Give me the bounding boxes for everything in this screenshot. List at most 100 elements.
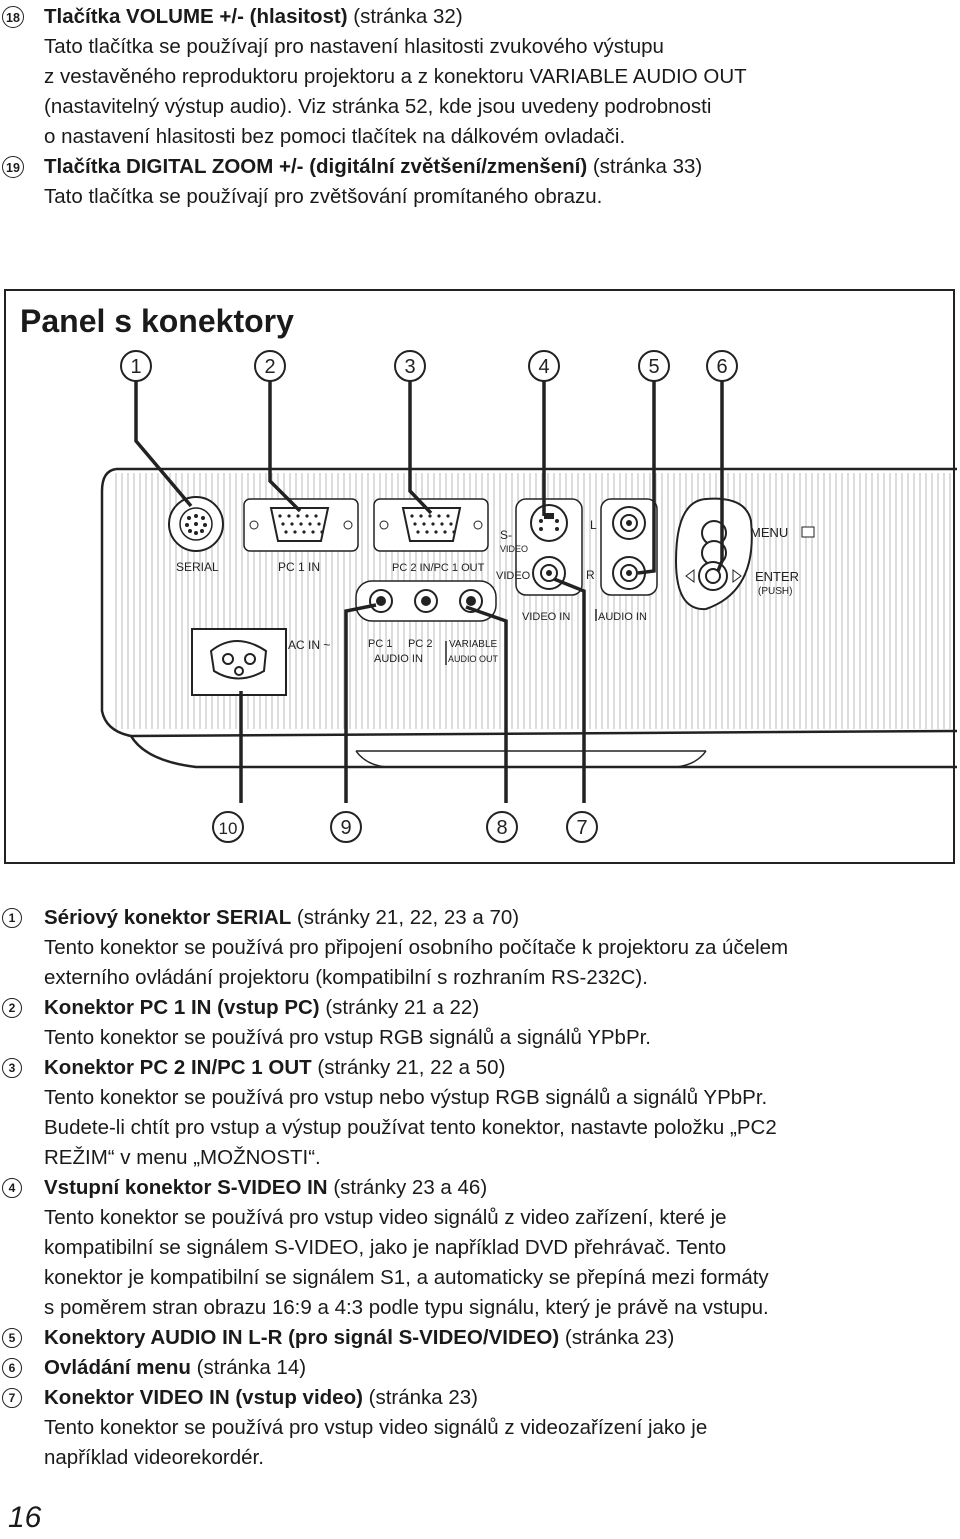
item-number: 7	[2, 1388, 22, 1408]
item-desc-line: kompatibilní se signálem S-VIDEO, jako j…	[44, 1236, 727, 1259]
item-ref: (stránka 33)	[592, 155, 703, 178]
item-desc-line: například videorekordér.	[44, 1446, 264, 1469]
label-video-in: VIDEO IN	[522, 611, 570, 623]
item-number: 6	[2, 1358, 22, 1378]
label-pc2: PC 2	[408, 638, 432, 650]
list-item: 2 Konektor PC 1 IN (vstup PC) (stránky 21…	[0, 993, 960, 1053]
top-section: 18 Tlačítka VOLUME +/- (hlasitost) (strán…	[0, 2, 960, 212]
callout-7: 7	[566, 811, 598, 843]
callout-3: 3	[394, 350, 426, 382]
item-desc-line: s poměrem stran obrazu 16:9 a 4:3 podle …	[44, 1296, 769, 1319]
item-number: 19	[2, 156, 24, 178]
item-heading: Ovládání menu (stránka 14)	[44, 1353, 960, 1383]
item-ref: (stránka 23)	[564, 1326, 675, 1349]
svideo-video-block	[515, 498, 583, 596]
item-heading: Konektor PC 2 IN/PC 1 OUT (stránky 21, 2…	[44, 1053, 960, 1083]
label-right: R	[586, 568, 595, 582]
label-serial: SERIAL	[176, 560, 219, 574]
item-desc-line: REŽIM“ v menu „MOŽNOSTI“.	[44, 1146, 321, 1169]
item-number: 3	[2, 1058, 22, 1078]
item-desc-line: z vestavěného reproduktoru projektoru a …	[44, 65, 747, 88]
connector-panel-figure: Panel s konektory	[4, 289, 957, 864]
item-number: 4	[2, 1178, 22, 1198]
item-heading: Vstupní konektor S-VIDEO IN (stránky 23 …	[44, 1173, 960, 1203]
item-title: Tlačítka VOLUME +/- (hlasitost)	[44, 5, 348, 28]
list-item: 3 Konektor PC 2 IN/PC 1 OUT (stránky 21, …	[0, 1053, 960, 1173]
list-item: 4 Vstupní konektor S-VIDEO IN (stránky 23…	[0, 1173, 960, 1323]
callout-9: 9	[330, 811, 362, 843]
item-desc-line: externího ovládání projektoru (kompatibi…	[44, 966, 648, 989]
menu-enter-dial	[674, 497, 815, 611]
item-heading: Konektor PC 1 IN (vstup PC) (stránky 21 …	[44, 993, 960, 1023]
leader-lines	[134, 381, 724, 803]
item-desc-line: Tato tlačítka se používají pro zvětšován…	[44, 185, 603, 208]
svg-text:6: 6	[716, 356, 727, 378]
label-audio-in-bottom: AUDIO IN	[374, 653, 423, 665]
item-title: Konektor PC 2 IN/PC 1 OUT	[44, 1056, 312, 1079]
svg-text:8: 8	[496, 817, 507, 839]
item-heading: Konektory AUDIO IN L-R (pro signál S-VID…	[44, 1323, 960, 1353]
projector-body	[100, 467, 957, 769]
item-number: 1	[2, 908, 22, 928]
label-pc2in: PC 2 IN/PC 1 OUT	[392, 562, 485, 574]
label-push: (PUSH)	[758, 586, 792, 597]
item-title: Konektory AUDIO IN L-R (pro signál S-VID…	[44, 1326, 560, 1349]
label-audio-in: AUDIO IN	[598, 611, 647, 623]
projector-rear-panel-diagram: SERIAL PC 1 IN PC 2 IN/PC 1 OUT S- VIDEO…	[100, 350, 957, 843]
item-desc-line: Tento konektor se používá pro vstup RGB …	[44, 1026, 652, 1049]
item-title: Ovládání menu	[44, 1356, 191, 1379]
pc1-in-connector	[243, 498, 359, 552]
svg-text:7: 7	[576, 817, 587, 839]
page-number: 16	[8, 1501, 42, 1534]
ac-in-connector	[191, 628, 287, 696]
item-title: Konektor PC 1 IN (vstup PC)	[44, 996, 320, 1019]
item-title: Vstupní konektor S-VIDEO IN	[44, 1176, 328, 1199]
label-menu: MENU	[750, 525, 788, 540]
item-desc-line: (nastavitelný výstup audio). Viz stránka…	[44, 95, 712, 118]
label-video: VIDEO	[496, 570, 531, 582]
svg-text:10: 10	[219, 819, 238, 838]
item-desc-line: konektor je kompatibilní se signálem S1,…	[44, 1266, 769, 1289]
serial-connector	[168, 496, 224, 552]
label-variable: VARIABLE	[449, 639, 497, 650]
item-title: Konektor VIDEO IN (vstup video)	[44, 1386, 363, 1409]
pc2-in-connector	[373, 498, 489, 552]
audio-lr-block	[600, 498, 658, 596]
item-heading: Sériový konektor SERIAL (stránky 21, 22,…	[44, 903, 960, 933]
item-number: 18	[2, 6, 24, 28]
callout-5: 5	[638, 350, 670, 382]
svg-text:2: 2	[264, 356, 275, 378]
label-left: L	[590, 518, 597, 532]
callout-10: 10	[212, 811, 244, 843]
pc-audio-jacks	[355, 580, 497, 622]
item-desc-line: o nastavení hlasitosti bez pomoci tlačít…	[44, 125, 626, 148]
svg-text:1: 1	[130, 356, 141, 378]
label-audio-out: AUDIO OUT	[448, 654, 499, 664]
item-number: 2	[2, 998, 22, 1018]
callout-1: 1	[120, 350, 152, 382]
item-title: Sériový konektor SERIAL	[44, 906, 292, 929]
item-desc-line: Tento konektor se používá pro vstup nebo…	[44, 1086, 768, 1109]
item-heading: Konektor VIDEO IN (vstup video) (stránka…	[44, 1383, 960, 1413]
item-heading: Tlačítka DIGITAL ZOOM +/- (digitální zvě…	[44, 152, 960, 182]
item-heading: Tlačítka VOLUME +/- (hlasitost) (stránka…	[44, 2, 960, 32]
item-ref: (stránky 21 a 22)	[325, 996, 480, 1019]
item-ref: (stránky 21, 22 a 50)	[317, 1056, 506, 1079]
item-desc-line: Tento konektor se používá pro vstup vide…	[44, 1206, 727, 1229]
svg-text:5: 5	[648, 356, 659, 378]
svg-text:3: 3	[404, 356, 415, 378]
label-svideo-b: VIDEO	[500, 544, 528, 554]
item-desc-line: Tato tlačítka se používají pro nastavení…	[44, 35, 664, 58]
label-svideo-a: S-	[500, 528, 512, 542]
bottom-section: 1 Sériový konektor SERIAL (stránky 21, 22…	[0, 903, 960, 1473]
item-title: Tlačítka DIGITAL ZOOM +/- (digitální zvě…	[44, 155, 588, 178]
item-ref: (stránky 23 a 46)	[333, 1176, 488, 1199]
callout-6: 6	[706, 350, 738, 382]
svg-text:9: 9	[340, 817, 351, 839]
item-ref: (stránka 32)	[353, 5, 463, 28]
callout-4: 4	[528, 350, 560, 382]
callout-2: 2	[254, 350, 286, 382]
label-enter: ENTER	[755, 569, 799, 584]
svg-text:4: 4	[538, 356, 549, 378]
